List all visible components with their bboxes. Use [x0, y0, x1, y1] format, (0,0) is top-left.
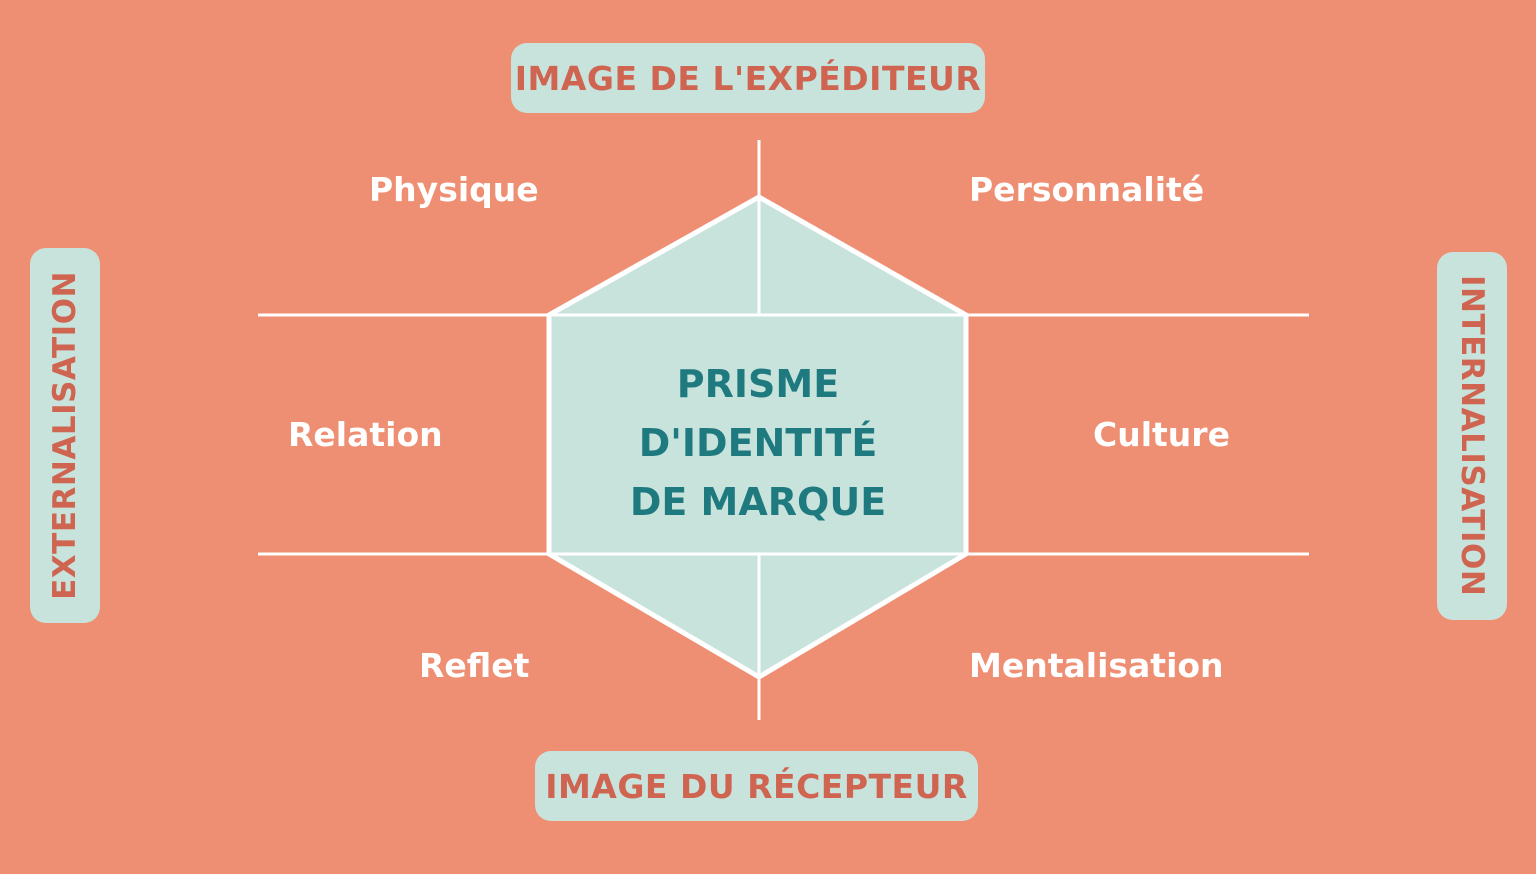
axis-internalisation: INTERNALISATION — [1437, 252, 1507, 620]
facet-mentalisation: Mentalisation — [969, 646, 1224, 685]
axis-receiver-image: IMAGE DU RÉCEPTEUR — [535, 751, 978, 821]
axis-externalisation: EXTERNALISATION — [30, 248, 100, 623]
axis-receiver-image-label: IMAGE DU RÉCEPTEUR — [545, 766, 968, 806]
center-title-line-3: DE MARQUE — [629, 480, 887, 524]
center-title: PRISME D'IDENTITÉ DE MARQUE — [551, 355, 965, 532]
axis-sender-image-label: IMAGE DE L'EXPÉDITEUR — [514, 58, 982, 98]
axis-sender-image: IMAGE DE L'EXPÉDITEUR — [511, 43, 985, 113]
axis-internalisation-label: INTERNALISATION — [1454, 275, 1490, 597]
facet-personnalite: Personnalité — [969, 170, 1205, 209]
center-title-line-2: D'IDENTITÉ — [638, 421, 878, 465]
center-title-line-1: PRISME — [676, 362, 840, 406]
axis-externalisation-label: EXTERNALISATION — [47, 271, 83, 600]
facet-physique: Physique — [369, 170, 539, 209]
facet-culture: Culture — [1093, 415, 1230, 454]
facet-relation: Relation — [288, 415, 443, 454]
facet-reflet: Reflet — [419, 646, 530, 685]
